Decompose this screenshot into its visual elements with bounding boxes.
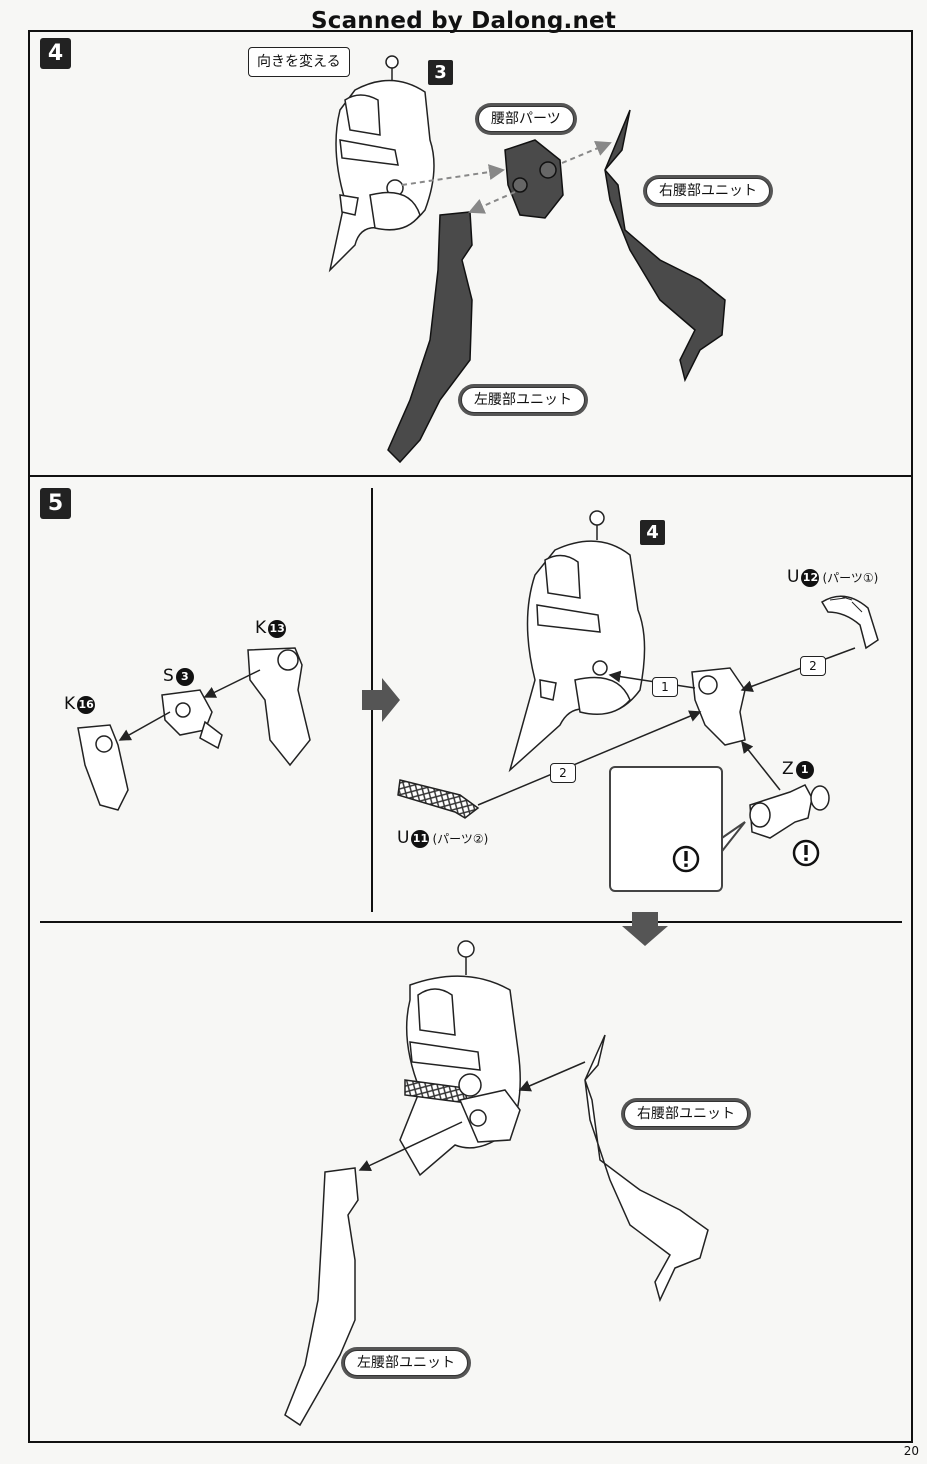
left-waist-unit-label: 左腰部ユニット	[461, 387, 585, 413]
arrow-u11-to-waist	[477, 710, 702, 806]
down-arrow-icon	[622, 912, 668, 946]
next-step-arrow-icon	[362, 678, 400, 722]
part-z1	[749, 784, 830, 839]
waist-parts-label: 腰部パーツ	[478, 106, 574, 132]
arrow-torso-to-waist	[401, 164, 505, 186]
step-divider	[28, 475, 913, 477]
arrow-right-unit-to-waist	[518, 1061, 586, 1092]
arrow-z1-to-waist	[741, 740, 781, 791]
step5-ref-badge: 4	[640, 520, 665, 545]
callout-pointer	[718, 821, 746, 856]
right-waist-unit-result-label: 右腰部ユニット	[624, 1101, 748, 1127]
detail-callout-box	[609, 766, 723, 892]
waist-assembly-step5	[691, 667, 746, 746]
change-direction-note: 向きを変える	[248, 47, 350, 77]
left-waist-unit-step4	[387, 211, 473, 464]
arrow-u12-to-waist	[740, 647, 856, 692]
torso-figure-step5	[508, 510, 646, 773]
part-k16	[77, 724, 129, 811]
instruction-frame	[28, 30, 913, 1443]
page-number: 20	[903, 1444, 919, 1458]
left-waist-unit-result-label: 左腰部ユニット	[344, 1350, 468, 1376]
waist-part-step4	[504, 139, 564, 219]
arrow-waist-to-right-unit	[561, 141, 612, 164]
order-mark-2a: 2	[800, 656, 826, 676]
torso-figure-step4	[328, 55, 435, 273]
arrow-s3-to-k16	[118, 711, 171, 741]
caution-icon-detail	[672, 845, 700, 873]
right-waist-unit-result	[584, 1034, 709, 1303]
left-waist-unit-result	[284, 1167, 359, 1427]
waist-assembly-result	[458, 1073, 521, 1143]
step5-result-divider	[40, 921, 902, 923]
right-waist-unit-step4	[604, 109, 726, 383]
arrow-waist-to-left-unit	[468, 191, 516, 214]
arrow-k13-to-s3	[203, 669, 261, 698]
arrow-waist-to-left-unit	[358, 1121, 463, 1171]
right-waist-unit-label: 右腰部ユニット	[646, 178, 770, 204]
caution-icon-z1	[792, 839, 820, 867]
part-s3	[161, 689, 223, 750]
step4-ref-badge: 3	[428, 60, 453, 85]
watermark-text: Scanned by Dalong.net	[310, 8, 617, 34]
part-k13	[247, 647, 311, 767]
step-4-badge: 4	[40, 38, 71, 69]
part-u12	[820, 595, 879, 650]
order-mark-1: 1	[652, 677, 678, 697]
step-5-badge: 5	[40, 488, 71, 519]
order-mark-2b: 2	[550, 763, 576, 783]
part-u11	[397, 779, 480, 819]
